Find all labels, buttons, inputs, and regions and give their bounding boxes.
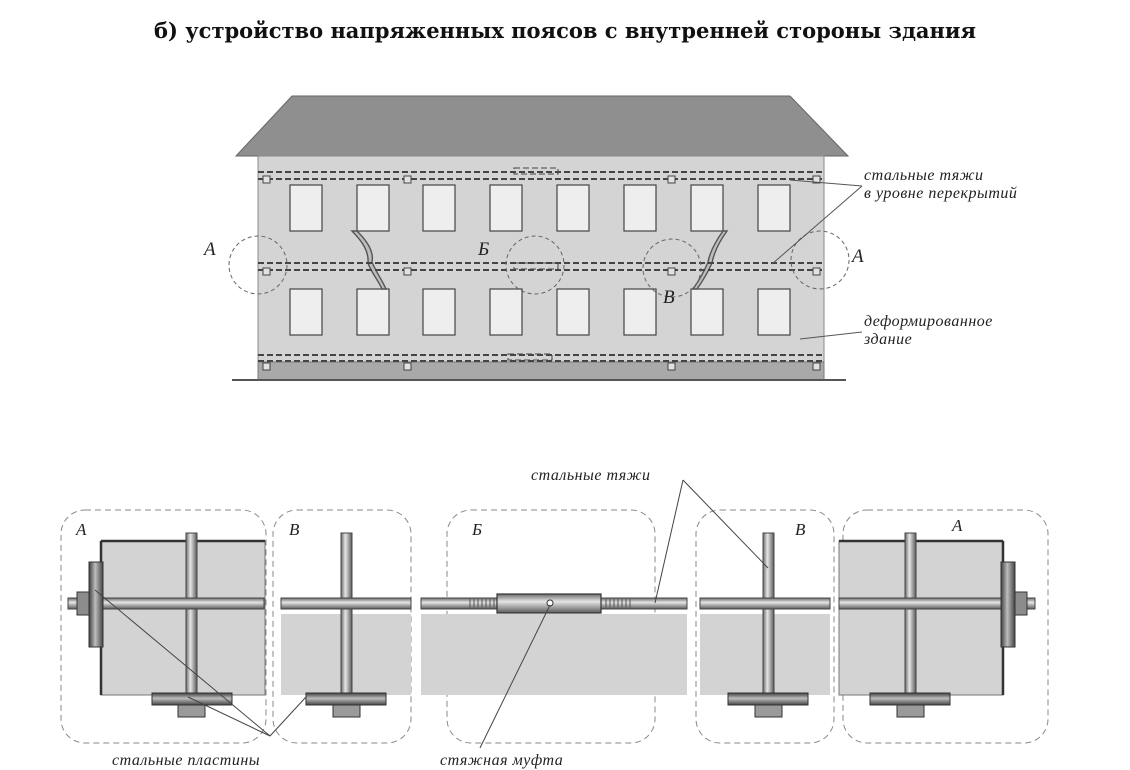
nut-a-left <box>76 591 90 616</box>
leader-lines <box>771 179 863 340</box>
horizontal-rod-b-left <box>420 597 502 610</box>
vertical-rod-v-left <box>340 532 353 714</box>
windows-upper-row <box>289 184 791 232</box>
slab-b <box>421 614 687 695</box>
panel-label-a-right: А <box>951 516 963 535</box>
bottom-plate-v-left <box>305 692 387 706</box>
wall-section-a-right <box>838 540 1004 696</box>
ties-label-line2: в уровне перекрытий <box>864 185 1017 202</box>
panel-label-v-right: В <box>795 520 806 539</box>
panel-label-b: Б <box>471 520 482 539</box>
vertical-rod-v-right <box>762 532 775 714</box>
anchor-bolts <box>262 175 821 371</box>
building-wall <box>257 155 825 363</box>
building-elevation: А А Б В стальные тяжи в уровне перекрыти… <box>202 95 1017 381</box>
wall-plate-a-left <box>88 561 104 648</box>
wall-plate-a-right <box>1000 561 1016 648</box>
steel-tie-lines <box>258 167 824 362</box>
vertical-rod-a-left <box>185 532 198 714</box>
marker-a-right: А <box>850 246 864 267</box>
crack-left <box>350 230 388 290</box>
horizontal-rod-a-right <box>838 597 1036 610</box>
marker-v: В <box>663 287 675 308</box>
vertical-rod-a-right <box>904 532 917 714</box>
plates-label: стальные пластины <box>112 752 260 769</box>
coupling-label: стяжная муфта <box>440 752 563 769</box>
deformed-label-line2: здание <box>863 331 912 348</box>
page-title: б) устройство напряженных поясов с внутр… <box>153 18 977 43</box>
building-plinth <box>257 361 825 381</box>
deformed-label-line1: деформированное <box>864 313 993 330</box>
nut-a-right <box>1014 591 1028 616</box>
marker-b: Б <box>477 239 489 260</box>
marker-a-left: А <box>202 239 216 260</box>
tension-coupling <box>496 593 602 614</box>
detail-callout-circles <box>228 230 850 298</box>
panel-frame-b <box>446 509 656 744</box>
wall-section-a-left <box>100 540 266 696</box>
building-roof <box>234 95 850 157</box>
panel-frame-v-left <box>272 509 412 744</box>
ties-label: стальные тяжи <box>531 467 651 484</box>
detail-panels: А В Б В А стальные тяжи стальные пластин… <box>60 467 1049 769</box>
horizontal-rod-v-left <box>280 597 412 610</box>
horizontal-rod-v-right <box>699 597 831 610</box>
crack-right <box>691 230 729 290</box>
ties-label-line1: стальные тяжи <box>864 167 984 184</box>
panel-frame-a-left <box>60 509 267 744</box>
horizontal-rod-a-left <box>67 597 265 610</box>
bottom-plate-a-right <box>869 692 951 706</box>
panel-label-v-left: В <box>289 520 300 539</box>
panel-frame-v-right <box>695 509 835 744</box>
windows-lower-row <box>289 288 791 336</box>
horizontal-rod-b-right <box>597 597 688 610</box>
bottom-plate-v-right <box>727 692 809 706</box>
panel-label-a-left: А <box>75 520 87 539</box>
